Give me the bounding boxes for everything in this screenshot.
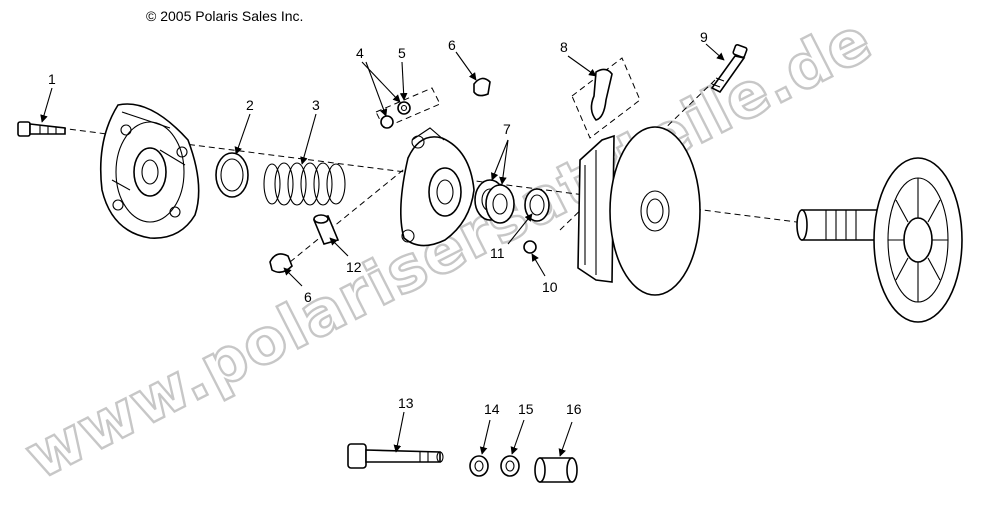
part-13-bolt (347, 443, 444, 469)
part-6-button-upper (473, 77, 491, 97)
callout-5: 5 (398, 45, 406, 61)
spider-cover (99, 103, 200, 239)
watermark-text: www.polarisersatzteile.de (14, 2, 883, 493)
part-3-spring (263, 162, 346, 206)
callout-6-lower: 6 (304, 289, 312, 305)
callout-10: 10 (542, 279, 558, 295)
parts-4-5-hardware (375, 87, 441, 129)
callout-9: 9 (700, 29, 708, 45)
part-10-screw (523, 240, 537, 254)
callout-13: 13 (398, 395, 414, 411)
callout-12: 12 (346, 259, 362, 275)
part-11-bushing (524, 188, 550, 222)
part-12-pin (312, 214, 340, 245)
part-16-spacer (534, 457, 578, 483)
part-7-rollers (474, 179, 515, 224)
callout-8: 8 (560, 39, 568, 55)
moveable-sheave (577, 126, 701, 296)
part-15-washer (500, 455, 520, 477)
callout-14: 14 (484, 401, 500, 417)
callout-15: 15 (518, 401, 534, 417)
spider-assembly (400, 127, 475, 247)
callout-3: 3 (312, 97, 320, 113)
part-9-bolt (710, 44, 748, 94)
part-14-washer (469, 455, 489, 477)
part-8-weight (571, 57, 641, 139)
leader-lines (40, 43, 725, 457)
part-2-ring (215, 152, 249, 198)
fixed-sheave-shaft (796, 157, 963, 323)
callout-1: 1 (48, 71, 56, 87)
part-6-button-lower (269, 253, 293, 274)
callout-7: 7 (503, 121, 511, 137)
callout-2: 2 (246, 97, 254, 113)
part-1-bolt (17, 121, 66, 137)
callout-11: 11 (490, 245, 505, 261)
copyright-notice: © 2005 Polaris Sales Inc. (146, 8, 304, 24)
callout-6-upper: 6 (448, 37, 456, 53)
callout-4: 4 (356, 45, 364, 61)
callout-16: 16 (566, 401, 582, 417)
